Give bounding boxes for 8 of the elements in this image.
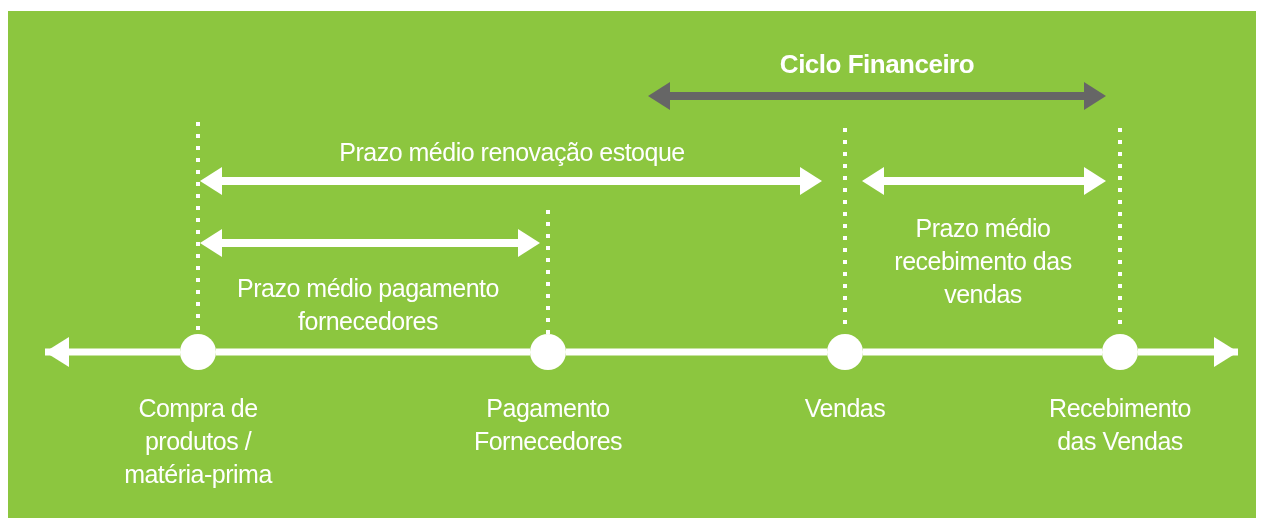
milestone-label: Pagamento Fornecedores (472, 393, 624, 457)
period-label: Prazo médio pagamento fornecedores (236, 273, 500, 337)
milestone-label: Recebimento das Vendas (1048, 393, 1192, 457)
milestone-label: Vendas (803, 393, 887, 424)
period-label: Prazo médio renovação estoque (338, 137, 686, 168)
cycle-title: Ciclo Financeiro (778, 48, 976, 81)
period-label: Prazo médio recebimento das vendas (893, 213, 1073, 310)
milestone-label: Compra de produtos / matéria-prima (123, 393, 274, 490)
